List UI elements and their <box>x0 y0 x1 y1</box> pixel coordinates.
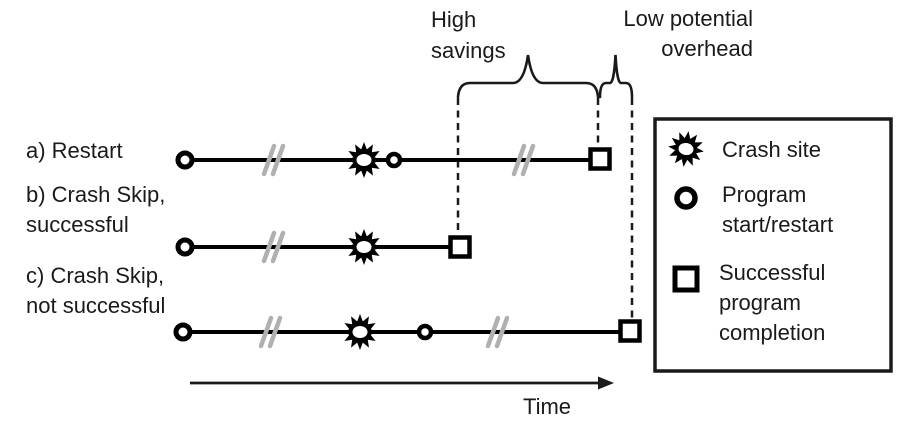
timeline-a-restart <box>388 154 400 166</box>
timeline-row-c <box>176 314 640 350</box>
timeline-row-a <box>178 142 610 178</box>
legend-item-completion-label: Successful program completion <box>719 258 825 348</box>
row-b-label-line-1: b) Crash Skip, <box>26 182 166 207</box>
timeline-a-crash <box>346 142 382 178</box>
timeline-b-start <box>178 240 192 254</box>
row-a-label: a) Restart <box>26 138 123 163</box>
legend-program-line-2: start/restart <box>722 212 834 237</box>
legend-program-line-1: Program <box>722 182 807 207</box>
row-b-label: b) Crash Skip, successful <box>26 180 165 240</box>
high-savings-brace <box>456 54 600 99</box>
high-savings-line-2: savings <box>431 38 506 63</box>
row-c-label-line-1: c) Crash Skip, <box>26 263 165 288</box>
row-c-label: c) Crash Skip, not successful <box>26 261 165 321</box>
legend-box <box>653 117 893 373</box>
timeline-row-b <box>178 229 470 265</box>
time-axis-arrowhead-icon <box>598 376 614 390</box>
time-axis <box>190 376 614 390</box>
timeline-a-completion <box>591 150 610 169</box>
row-b-label-line-2: successful <box>26 212 129 237</box>
row-c-label-line-2: not successful <box>26 293 166 318</box>
legend <box>653 117 893 373</box>
timeline-c-crash <box>342 314 378 350</box>
timeline-c-start <box>176 325 190 339</box>
timeline-c-completion <box>621 322 640 341</box>
timeline-b-crash <box>346 229 382 265</box>
legend-completion-line-3: completion <box>719 320 826 345</box>
low-overhead-line-2: overhead <box>661 36 753 61</box>
high-savings-line-1: High <box>431 7 477 32</box>
legend-successful-completion-icon <box>672 265 700 293</box>
high-savings-annotation: High savings <box>431 4 506 66</box>
low-overhead-annotation: Low potential overhead <box>595 4 753 64</box>
legend-item-crash-site-label: Crash site <box>722 137 822 162</box>
timeline-b-completion <box>451 238 470 257</box>
legend-completion-line-2: program <box>719 290 801 315</box>
timeline-c-restart <box>419 326 431 338</box>
legend-program-start-restart-icon <box>674 186 698 210</box>
low-overhead-brace <box>598 54 634 99</box>
low-overhead-line-1: Low potential <box>623 6 753 31</box>
time-axis-label: Time <box>522 394 572 419</box>
legend-item-program-start-label: Program start/restart <box>722 180 833 240</box>
timeline-a-start <box>178 153 192 167</box>
legend-completion-line-1: Successful <box>719 260 826 285</box>
